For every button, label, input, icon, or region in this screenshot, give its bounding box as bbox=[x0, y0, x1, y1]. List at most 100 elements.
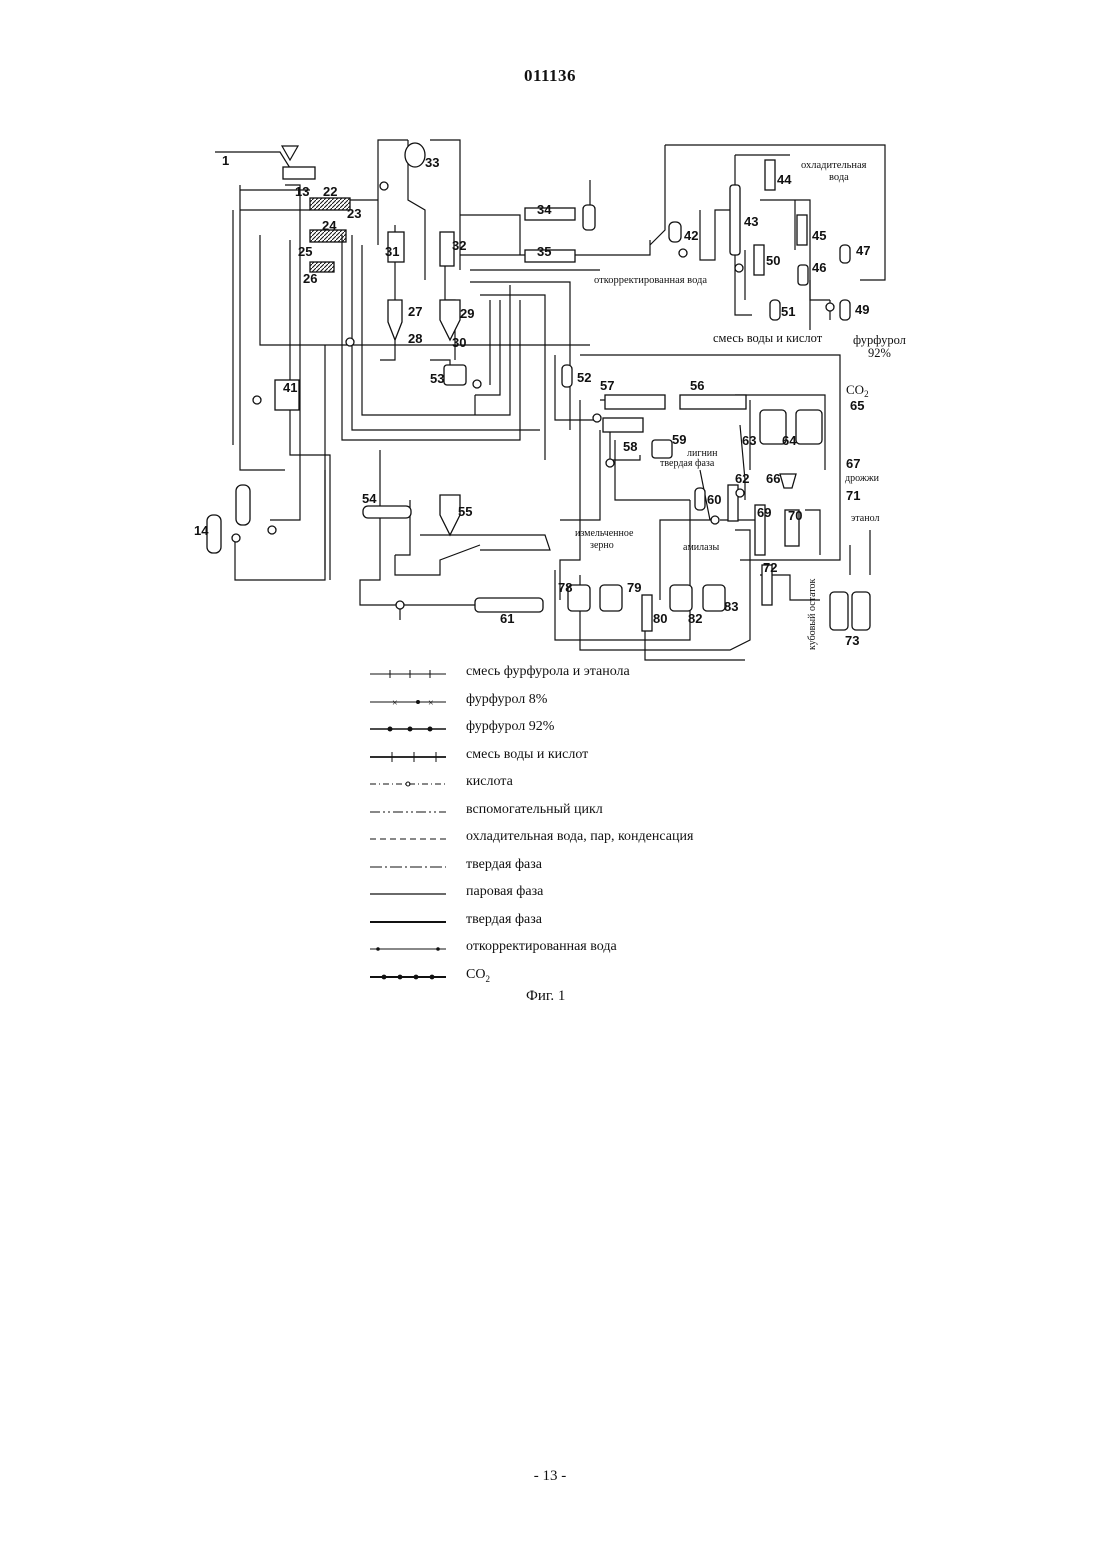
legend-line-plus bbox=[370, 751, 450, 763]
legend-label: вспомогательный цикл bbox=[466, 802, 603, 818]
furfural-pct-label: 92% bbox=[868, 346, 891, 360]
figure-caption: Фиг. 1 bbox=[526, 988, 565, 1005]
tank-73b bbox=[852, 592, 870, 630]
unit-number-label: 65 bbox=[850, 398, 864, 413]
unit-number-label: 47 bbox=[856, 243, 870, 258]
legend-label: фурфурол 8% bbox=[466, 692, 547, 708]
unit-number-label: 78 bbox=[558, 580, 572, 595]
legend-item: смесь воды и кислот bbox=[370, 747, 790, 775]
unit-number-label: 55 bbox=[458, 504, 472, 519]
column-80 bbox=[642, 595, 652, 631]
corrected-water-label: откорректированная вода bbox=[594, 275, 707, 286]
vessel-33 bbox=[405, 143, 425, 167]
unit-number-label: 66 bbox=[766, 471, 780, 486]
unit-number-label: 64 bbox=[782, 433, 797, 448]
legend-label: твердая фаза bbox=[466, 857, 542, 873]
legend-item: смесь фурфурола и этанола bbox=[370, 664, 790, 692]
legend-item: паровая фаза bbox=[370, 884, 790, 912]
unit-number-label: 63 bbox=[742, 433, 756, 448]
vessel-49 bbox=[840, 300, 850, 320]
unit-number-label: 49 bbox=[855, 302, 869, 317]
unit-number-label: 14 bbox=[194, 523, 209, 538]
legend-label: паровая фаза bbox=[466, 884, 543, 900]
solid-phase-label: твердая фаза bbox=[660, 458, 715, 469]
unit-number-label: 34 bbox=[537, 202, 552, 217]
pump bbox=[232, 534, 240, 542]
unit-number-label: 43 bbox=[744, 214, 758, 229]
unit-number-label: 35 bbox=[537, 244, 551, 259]
unit-number-label: 61 bbox=[500, 611, 514, 626]
unit-number-label: 67 bbox=[846, 456, 860, 471]
legend-item: охладительная вода, пар, конденсация bbox=[370, 829, 790, 857]
unit-number-label: 56 bbox=[690, 378, 704, 393]
cyclone-29 bbox=[440, 300, 460, 340]
separator-14b bbox=[236, 485, 250, 525]
legend-label: смесь фурфурола и этанола bbox=[466, 664, 630, 680]
unit-number-label: 53 bbox=[430, 371, 444, 386]
vessel-42 bbox=[669, 222, 681, 242]
pump bbox=[253, 396, 261, 404]
unit-number-label: 54 bbox=[362, 491, 377, 506]
vessel-79 bbox=[600, 585, 622, 611]
legend-line-ticks bbox=[370, 668, 450, 680]
unit-number-label: 24 bbox=[322, 218, 337, 233]
legend: смесь фурфурола и этанола ×× фурфурол 8%… bbox=[370, 664, 790, 994]
separator bbox=[583, 205, 595, 230]
unit-number-label: 27 bbox=[408, 304, 422, 319]
legend-line-solid-bold bbox=[370, 916, 450, 928]
unit-number-label: 46 bbox=[812, 260, 826, 275]
cyclone-27 bbox=[388, 300, 402, 340]
centrifuge-66 bbox=[780, 474, 796, 488]
legend-label: CO2 bbox=[466, 967, 490, 984]
water-acid-mix-label: смесь воды и кислот bbox=[713, 331, 823, 345]
legend-item: ×× фурфурол 8% bbox=[370, 692, 790, 720]
unit-number-label: 13 bbox=[295, 184, 309, 199]
unit-number-label: 25 bbox=[298, 244, 312, 259]
unit-number-label: 69 bbox=[757, 505, 771, 520]
unit-number-label: 60 bbox=[707, 492, 721, 507]
unit-number-label: 33 bbox=[425, 155, 439, 170]
unit-number-label: 51 bbox=[781, 304, 795, 319]
pump bbox=[593, 414, 601, 422]
column-43 bbox=[730, 185, 740, 255]
pump bbox=[396, 601, 404, 609]
reactor-22 bbox=[310, 198, 350, 210]
legend-label: фурфурол 92% bbox=[466, 719, 554, 735]
legend-line-dash-dot bbox=[370, 861, 450, 873]
cyclone-55 bbox=[440, 495, 460, 535]
unit-number-label: 30 bbox=[452, 335, 466, 350]
vessel-14 bbox=[207, 515, 221, 553]
vessel-51 bbox=[770, 300, 780, 320]
furfural-label: фурфурол bbox=[853, 333, 906, 347]
legend-item: CO2 bbox=[370, 967, 790, 995]
screw-feeder-13 bbox=[283, 167, 315, 179]
vessel-46 bbox=[798, 265, 808, 285]
legend-item: твердая фаза bbox=[370, 912, 790, 940]
unit-number-label: 80 bbox=[653, 611, 667, 626]
legend-line-dots-heavy bbox=[370, 971, 450, 983]
unit-58 bbox=[603, 418, 643, 432]
amylases-label: амилазы bbox=[683, 542, 719, 553]
legend-item: вспомогательный цикл bbox=[370, 802, 790, 830]
svg-text:×: × bbox=[392, 698, 398, 708]
tank-59 bbox=[652, 440, 672, 458]
unit-57 bbox=[605, 395, 665, 409]
legend-line-dash-dot-dot bbox=[370, 806, 450, 818]
unit-number-label: 1 bbox=[222, 153, 229, 168]
condenser-44 bbox=[765, 160, 775, 190]
page-number: - 13 - bbox=[0, 1468, 1100, 1485]
unit-number-label: 32 bbox=[452, 238, 466, 253]
pump bbox=[826, 303, 834, 311]
ground-grain-label: зерно bbox=[590, 540, 614, 551]
unit-number-label: 70 bbox=[788, 508, 802, 523]
legend-item: откорректированная вода bbox=[370, 939, 790, 967]
vessel-82b bbox=[703, 585, 725, 611]
unit-number-label: 71 bbox=[846, 488, 860, 503]
unit-number-label: 52 bbox=[577, 370, 591, 385]
cooling-water-label: охладительная bbox=[801, 160, 867, 171]
cooling-water-label: вода bbox=[829, 172, 849, 183]
unit-number-label: 50 bbox=[766, 253, 780, 268]
unit-number-label: 73 bbox=[845, 633, 859, 648]
unit-number-label: 26 bbox=[303, 271, 317, 286]
ethanol-label: этанол bbox=[851, 513, 879, 524]
